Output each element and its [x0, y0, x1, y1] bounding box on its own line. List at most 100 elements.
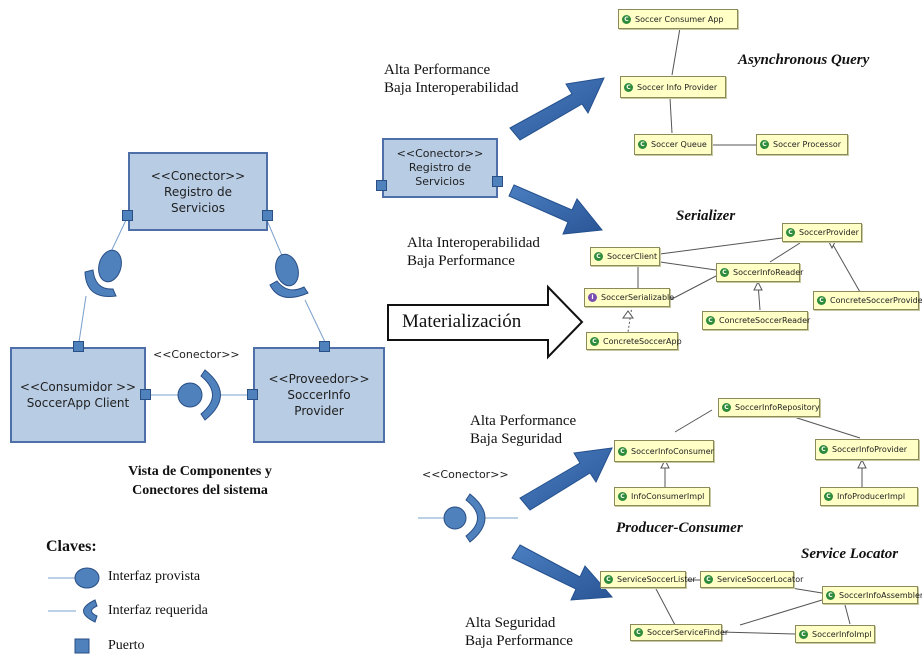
registro-stereotype: <<Conector>>	[150, 168, 246, 183]
label-async-line2: Baja Interoperabilidad	[384, 80, 519, 96]
class-icon: C	[624, 82, 633, 92]
class-label: SoccerClient	[607, 252, 658, 261]
class-soccer-consumer-app[interactable]: C Soccer Consumer App	[618, 9, 738, 29]
class-label: SoccerInfoAssembler	[839, 590, 922, 600]
class-icon: C	[722, 403, 731, 412]
required-interface-left-icon	[84, 249, 122, 297]
required-interface-right-icon	[269, 253, 309, 298]
consumidor-line1: SoccerApp Client	[26, 396, 130, 410]
legend-item-requerida: Interfaz requerida	[108, 603, 208, 618]
legend-provided-interface-icon	[48, 567, 100, 589]
arrow-to-locator-icon	[511, 544, 614, 601]
class-icon: C	[824, 492, 833, 501]
proveedor-component[interactable]: <<Proveedor>> SoccerInfo Provider	[253, 347, 385, 443]
class-icon: C	[786, 228, 795, 237]
class-icon: C	[618, 446, 627, 456]
proveedor-port-top	[319, 341, 330, 352]
class-icon: C	[618, 492, 627, 501]
pattern-title-locator: Service Locator	[801, 546, 899, 562]
center-registro-component[interactable]: <<Conector>> Registro de Servicios	[382, 138, 498, 198]
class-info-producer-impl[interactable]: C InfoProducerImpl	[820, 487, 918, 506]
label-async-line1: Alta Performance	[384, 62, 491, 78]
class-icon: C	[704, 575, 713, 584]
class-soccer-provider[interactable]: C SoccerProvider	[782, 223, 862, 242]
diagram-caption: Vista de Componentes y Conectores del si…	[100, 462, 300, 500]
class-label: Soccer Info Provider	[637, 82, 718, 92]
interface-icon: I	[588, 293, 597, 302]
proveedor-port-left	[247, 389, 258, 400]
registro-port-right	[262, 210, 273, 221]
label-producer-line2: Baja Seguridad	[470, 431, 563, 447]
center-registro-port-right	[492, 176, 503, 187]
registro-port-left	[122, 210, 133, 221]
class-soccer-info-provider[interactable]: C Soccer Info Provider	[620, 76, 726, 98]
legend-required-interface-icon	[48, 599, 98, 623]
label-locator-line2: Baja Performance	[465, 633, 573, 649]
class-label: SoccerInfoConsumer	[631, 446, 714, 456]
class-soccer-info-reader[interactable]: C SoccerInfoReader	[716, 263, 804, 282]
class-label: SoccerInfoReader	[733, 268, 804, 277]
bottom-connector-icon	[418, 493, 518, 543]
class-icon: C	[817, 296, 826, 305]
pattern-title-async: Asynchronous Query	[738, 52, 870, 68]
consumidor-component[interactable]: <<Consumidor >> SoccerApp Client	[10, 347, 146, 443]
class-label: SoccerServiceFinder	[647, 628, 729, 637]
class-label: Soccer Processor	[773, 140, 842, 149]
materializacion-arrow-icon	[387, 284, 584, 360]
label-serializer-line2: Baja Performance	[407, 253, 515, 269]
proveedor-line2: Provider	[294, 404, 344, 418]
proveedor-stereotype: <<Proveedor>>	[268, 372, 370, 386]
class-label: InfoConsumerImpl	[631, 492, 705, 501]
registro-servicios-component[interactable]: <<Conector>> Registro de Servicios	[128, 152, 268, 231]
class-soccer-service-finder[interactable]: C SoccerServiceFinder	[630, 624, 728, 641]
consumidor-stereotype: <<Consumidor >>	[19, 380, 137, 394]
class-icon: C	[622, 14, 631, 24]
class-info-consumer-impl[interactable]: C InfoConsumerImpl	[614, 487, 710, 506]
class-icon: C	[634, 628, 643, 637]
conector-label-bottom: <<Conector>>	[422, 468, 509, 481]
class-label: ServiceSoccerLocator	[717, 575, 804, 584]
materializacion-label: Materialización	[402, 311, 522, 332]
consumidor-port-top	[73, 341, 84, 352]
arrow-to-producer-icon	[519, 447, 613, 511]
label-async-quality: Alta Performance Baja Interoperabilidad	[384, 61, 519, 97]
class-service-soccer-locator[interactable]: C ServiceSoccerLocator	[700, 571, 803, 588]
class-label: Soccer Consumer App	[635, 14, 724, 24]
class-label: SoccerInfoProvider	[832, 445, 908, 454]
consumidor-port-right	[140, 389, 151, 400]
class-label: SoccerInfoImpl	[812, 629, 872, 639]
label-producer-quality: Alta Performance Baja Seguridad	[470, 412, 576, 448]
class-label: SoccerProvider	[799, 228, 859, 237]
proveedor-line1: SoccerInfo	[287, 388, 351, 402]
conector-label-left: <<Conector>>	[153, 348, 240, 361]
pattern-title-producer: Producer-Consumer	[616, 520, 743, 536]
class-label: ServiceSoccerLister	[617, 575, 696, 584]
label-serializer-line1: Alta Interoperabilidad	[407, 235, 540, 251]
class-soccer-info-repository[interactable]: C SoccerInfoRepository	[718, 398, 820, 417]
class-label: SoccerInfoRepository	[735, 403, 820, 412]
center-registro-line2: Servicios	[415, 175, 465, 188]
label-serializer-quality: Alta Interoperabilidad Baja Performance	[407, 234, 540, 270]
class-icon: C	[720, 268, 729, 277]
class-label: InfoProducerImpl	[837, 492, 906, 501]
center-registro-stereotype: <<Conector>>	[396, 147, 484, 160]
class-soccer-info-consumer[interactable]: C SoccerInfoConsumer	[614, 440, 714, 462]
class-icon: C	[590, 336, 599, 346]
class-icon: C	[706, 316, 715, 325]
ball-socket-icon	[177, 369, 221, 421]
class-service-soccer-lister[interactable]: C ServiceSoccerLister	[600, 571, 696, 588]
class-icon: C	[604, 575, 613, 584]
class-links	[627, 27, 863, 635]
class-icon: C	[638, 140, 647, 149]
